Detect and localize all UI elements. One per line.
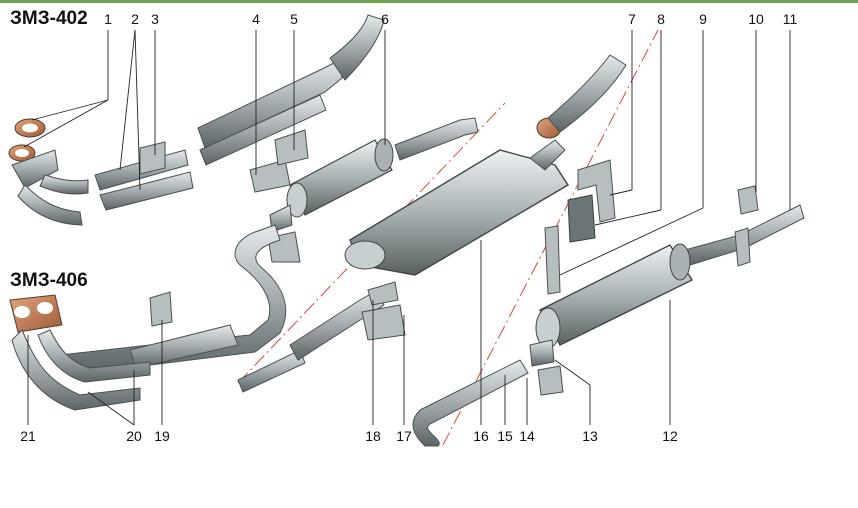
rear-muffler-12 xyxy=(412,185,805,447)
leader-lines xyxy=(23,29,791,426)
callout-5: 5 xyxy=(290,11,298,27)
callout-17: 17 xyxy=(396,428,412,444)
callout-15: 15 xyxy=(497,428,513,444)
resonator-6 xyxy=(267,117,479,263)
callout-7: 7 xyxy=(628,11,636,27)
callout-8: 8 xyxy=(657,11,665,27)
front-pipe-402 xyxy=(8,118,89,226)
callout-19: 19 xyxy=(154,428,170,444)
callout-16: 16 xyxy=(473,428,489,444)
callout-1: 1 xyxy=(104,11,112,27)
brackets-7-8-9 xyxy=(544,159,616,295)
header-rule xyxy=(0,0,858,3)
callout-9: 9 xyxy=(699,11,707,27)
callout-20: 20 xyxy=(126,428,142,444)
main-muffler-16 xyxy=(289,54,627,361)
callout-13: 13 xyxy=(582,428,598,444)
front-pipe-406 xyxy=(9,294,151,411)
callout-6: 6 xyxy=(381,11,389,27)
intermediate-pipe xyxy=(59,224,306,393)
callout-labels: 1 2 3 4 5 6 7 8 9 10 11 12 13 14 15 16 1… xyxy=(20,11,797,444)
callout-14: 14 xyxy=(519,428,535,444)
callout-4: 4 xyxy=(252,11,260,27)
callout-12: 12 xyxy=(662,428,678,444)
pipe-pair-4-5 xyxy=(197,14,385,193)
callout-10: 10 xyxy=(748,11,764,27)
pipe-pair-2 xyxy=(94,141,194,211)
callout-3: 3 xyxy=(151,11,159,27)
callout-2: 2 xyxy=(131,11,139,27)
engine-label-406: ЗМЗ-406 xyxy=(10,270,88,291)
callout-21: 21 xyxy=(20,428,36,444)
callout-11: 11 xyxy=(783,11,798,27)
callout-18: 18 xyxy=(365,428,381,444)
engine-label-402: ЗМЗ-402 xyxy=(10,8,88,29)
